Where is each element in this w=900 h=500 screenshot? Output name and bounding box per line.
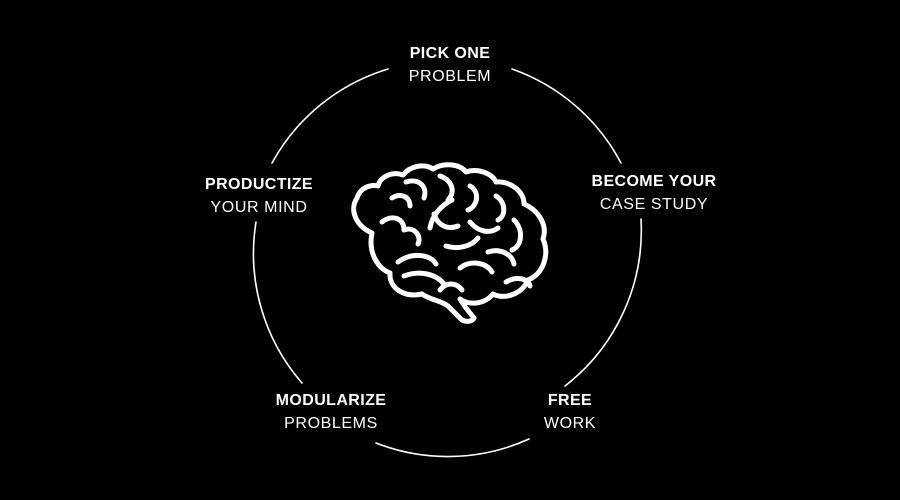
ring-arc-4: [252, 221, 303, 384]
step-subtitle: YOUR MIND: [210, 199, 308, 216]
step-title: BECOME YOUR: [591, 173, 717, 190]
step-modularize-problems: MODULARIZE PROBLEMS: [231, 389, 431, 435]
cycle-ring: [252, 68, 643, 458]
step-pick-one-problem: PICK ONE PROBLEM: [350, 42, 550, 88]
step-free-work: FREE WORK: [470, 389, 670, 435]
brain-icon: [351, 162, 549, 324]
step-subtitle: CASE STUDY: [599, 196, 709, 213]
step-become-your-case-study: BECOME YOUR CASE STUDY: [554, 170, 754, 216]
step-subtitle: PROBLEMS: [284, 415, 378, 432]
step-title: FREE: [547, 392, 593, 409]
step-productize-your-mind: PRODUCTIZE YOUR MIND: [159, 173, 359, 219]
step-title: PICK ONE: [409, 45, 491, 62]
step-title: MODULARIZE: [275, 392, 387, 409]
step-title: PRODUCTIZE: [205, 176, 313, 193]
step-subtitle: PROBLEM: [408, 68, 492, 85]
ring-arc-2: [564, 218, 643, 387]
step-subtitle: WORK: [543, 415, 597, 432]
ring-arc-3: [375, 438, 530, 458]
ring-arc-5: [271, 68, 389, 164]
ring-arc-1: [511, 68, 622, 164]
